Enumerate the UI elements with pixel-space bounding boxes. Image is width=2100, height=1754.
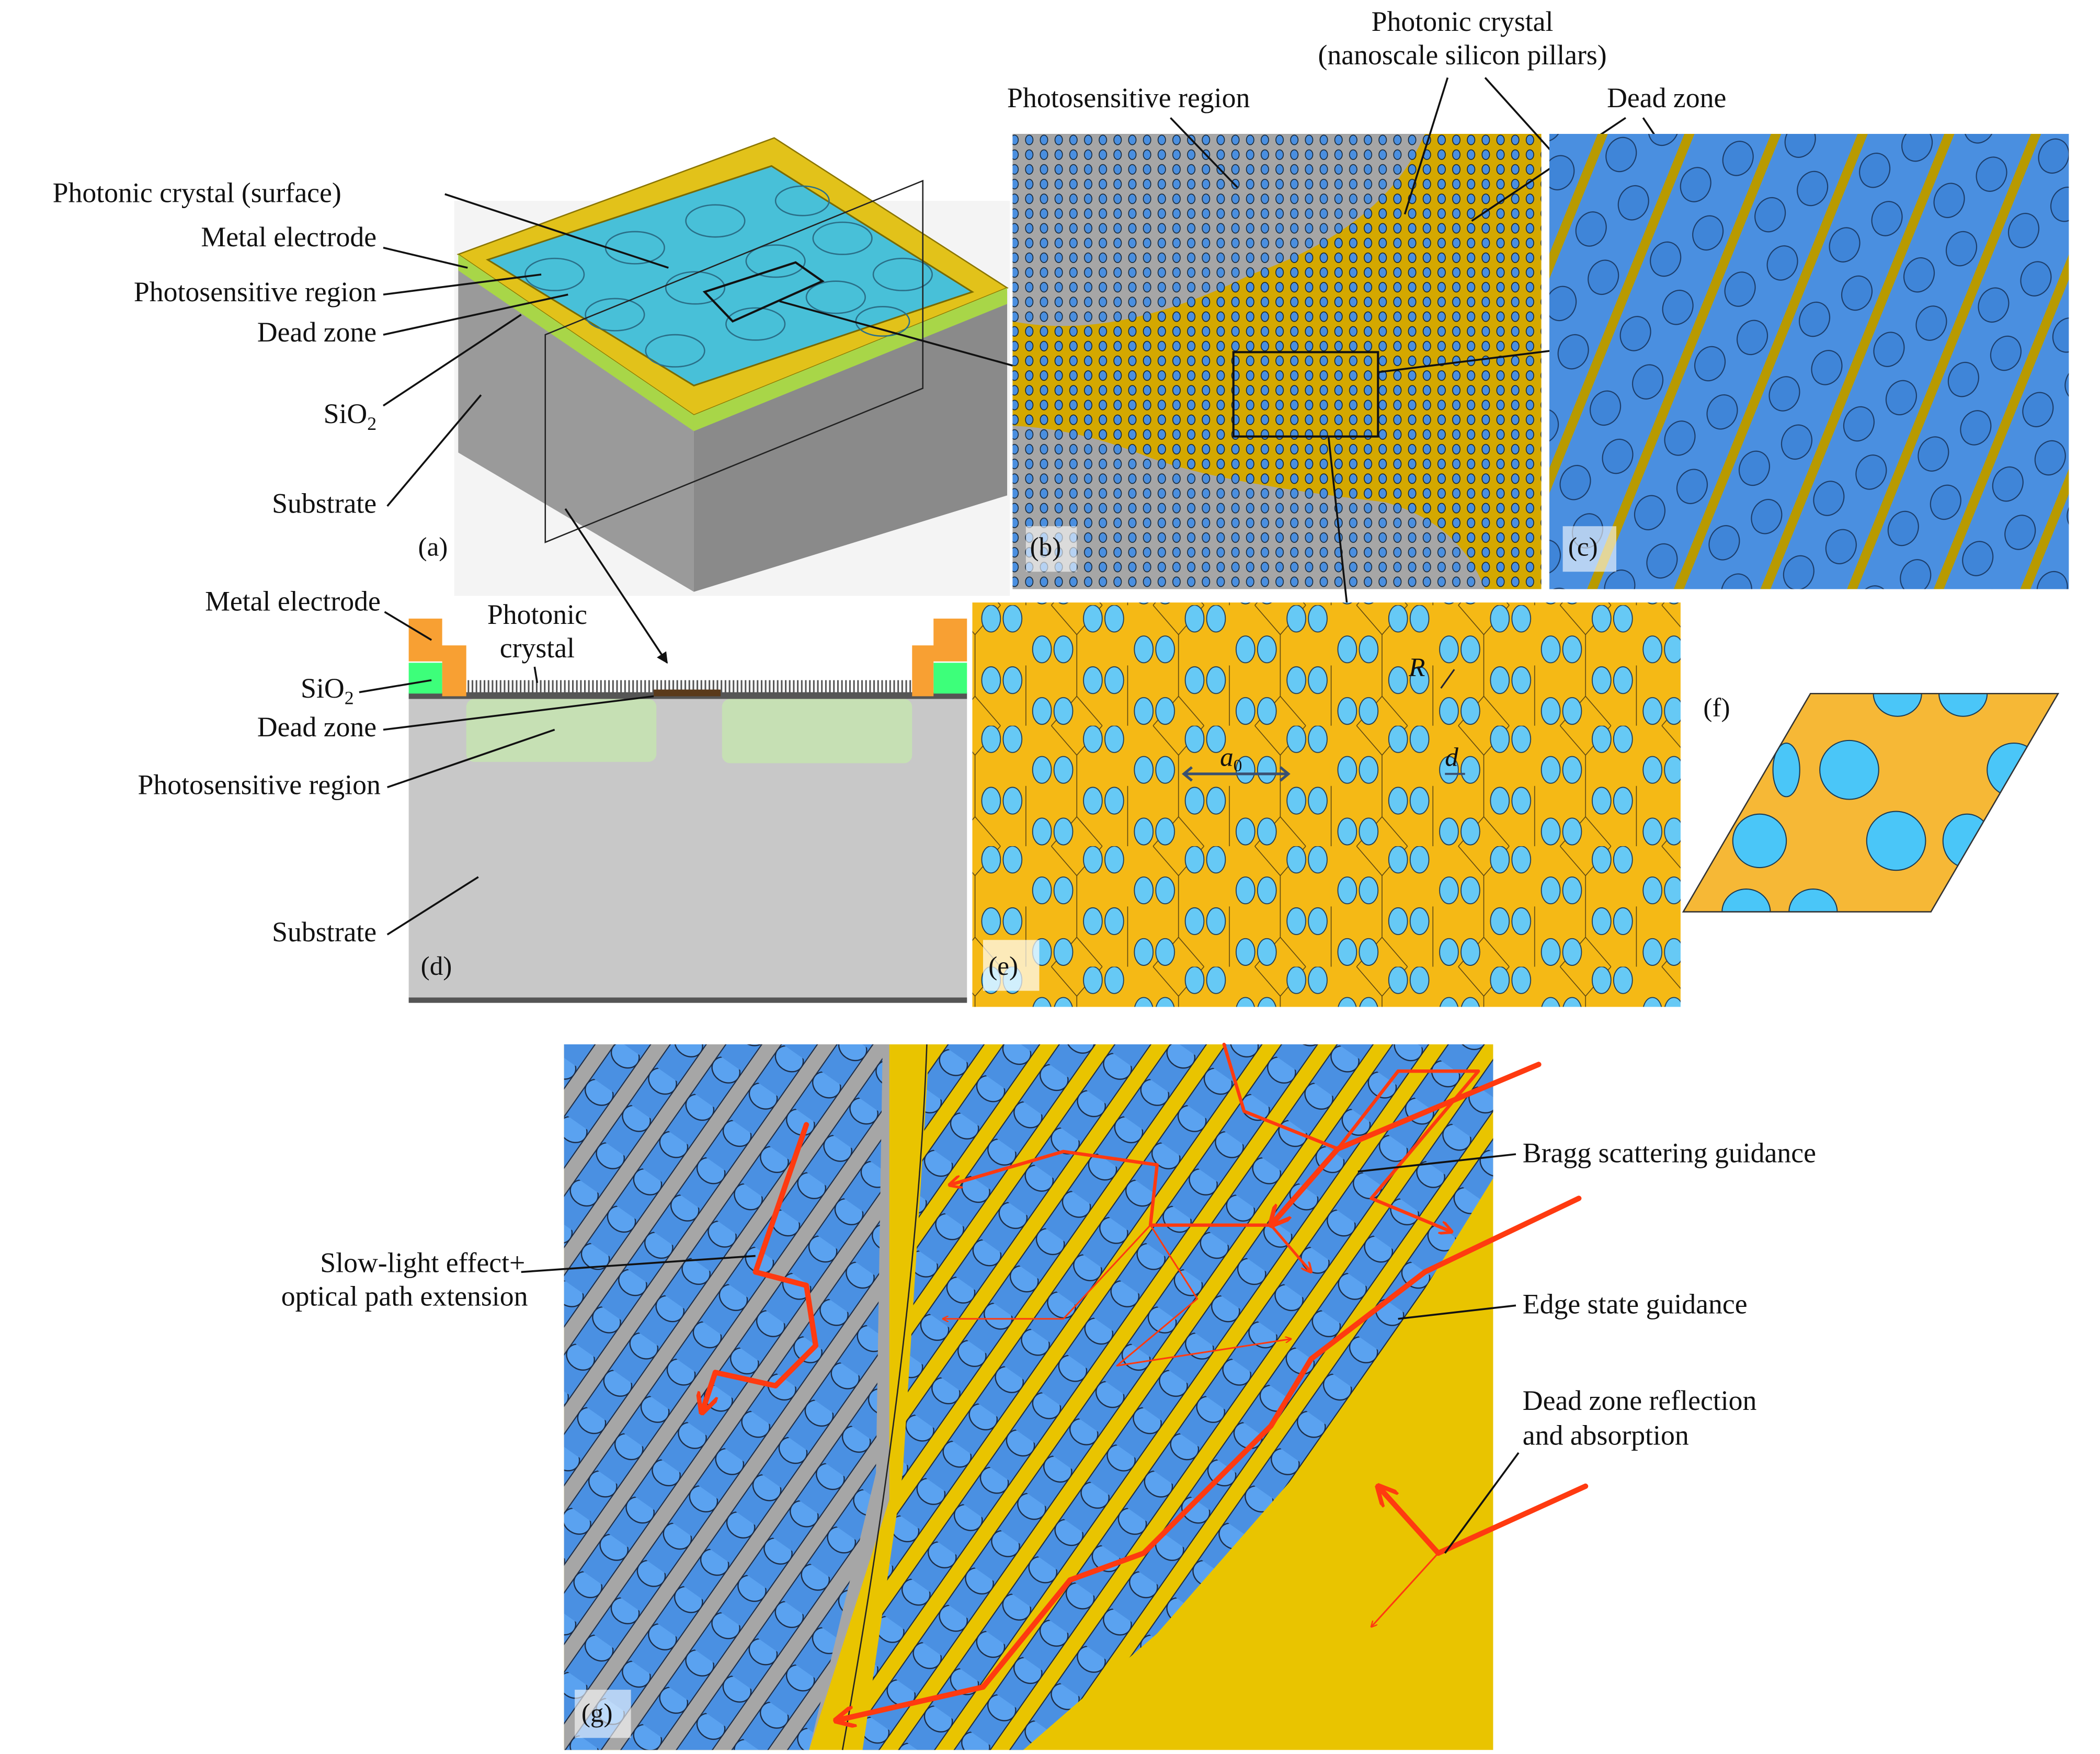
panel-c: (c) bbox=[1549, 134, 2069, 589]
label-metal-electrode-d: Metal electrode bbox=[205, 585, 381, 617]
label-sio2: SiO2 bbox=[324, 398, 377, 434]
label-photonic-crystal-b-2: (nanoscale silicon pillars) bbox=[1318, 39, 1606, 71]
label-photonic-crystal-surface: Photonic crystal (surface) bbox=[53, 177, 341, 209]
panel-f: (f) bbox=[1682, 692, 2060, 913]
pillar-field-right bbox=[862, 1044, 1493, 1750]
panel-c-tag: (c) bbox=[1568, 532, 1598, 562]
cross-section-plane bbox=[544, 179, 924, 543]
panel-b: (b) Photosensitive region Photonic cryst… bbox=[1007, 6, 1726, 644]
panel-f-tag: (f) bbox=[1703, 693, 1730, 723]
zoom-region-box bbox=[702, 261, 825, 323]
label-sio2-d: SiO2 bbox=[301, 673, 354, 709]
panel-a: Photonic crystal (surface) Metal electro… bbox=[53, 137, 1038, 664]
panel-d-tag: (d) bbox=[421, 951, 452, 981]
label-dead-zone: Dead zone bbox=[257, 316, 376, 348]
label-dead-zone-g-1: Dead zone reflection bbox=[1523, 1385, 1757, 1416]
label-substrate-d: Substrate bbox=[272, 916, 376, 948]
substrate-right-face bbox=[693, 292, 1008, 592]
unit-cell-pillars bbox=[1721, 693, 2041, 912]
sio2-left bbox=[408, 663, 442, 694]
label-R: R bbox=[1408, 653, 1425, 682]
panel-g-tag: (g) bbox=[581, 1699, 613, 1728]
label-dead-zone-b: Dead zone bbox=[1607, 82, 1726, 113]
panel-a-tag: (a) bbox=[418, 532, 448, 562]
dead-zone-strip bbox=[654, 689, 721, 697]
arrow-to-b bbox=[779, 300, 1038, 375]
panel-b-tag: (b) bbox=[1030, 532, 1062, 562]
label-substrate: Substrate bbox=[272, 488, 376, 519]
pillar-array bbox=[1012, 134, 1542, 589]
label-photosensitive-region: Photosensitive region bbox=[134, 276, 376, 307]
dead-zone-boundary bbox=[841, 1044, 928, 1750]
pillar-closeup bbox=[1549, 134, 2069, 589]
label-photonic-crystal-d-1: Photonic bbox=[487, 599, 587, 630]
sio2-right bbox=[933, 663, 967, 694]
hexagonal-lattice bbox=[972, 602, 1681, 1007]
label-dead-zone-g-2: and absorption bbox=[1523, 1420, 1689, 1451]
unit-cell-outline bbox=[1682, 692, 2060, 913]
metal-electrode-right bbox=[912, 618, 967, 697]
panel-e-tag: (e) bbox=[988, 951, 1018, 981]
panel-g: (g) Bragg scattering guidance Slow-light… bbox=[281, 1042, 1816, 1750]
label-d: d bbox=[1445, 742, 1458, 772]
substrate-left-face bbox=[458, 261, 694, 592]
photosensitive-region-left bbox=[466, 699, 657, 762]
label-photonic-crystal-b-1: Photonic crystal bbox=[1372, 6, 1554, 37]
label-photonic-crystal-d-2: crystal bbox=[500, 632, 575, 664]
label-dead-zone-d: Dead zone bbox=[257, 711, 376, 743]
zoom-region-box bbox=[1232, 351, 1379, 438]
pillar-field-left bbox=[564, 1044, 883, 1750]
label-edge-state: Edge state guidance bbox=[1523, 1289, 1748, 1320]
label-bragg: Bragg scattering guidance bbox=[1523, 1137, 1816, 1168]
slow-light-arrow bbox=[702, 1122, 819, 1413]
label-metal-electrode: Metal electrode bbox=[201, 221, 376, 253]
absorption-arrow bbox=[1371, 1552, 1440, 1627]
metal-electrode-left bbox=[408, 618, 466, 697]
edge-state-arrow bbox=[836, 1195, 1582, 1721]
arrow-to-d bbox=[564, 508, 668, 664]
R-dimension-arrow bbox=[1440, 669, 1455, 689]
light-paths bbox=[702, 1042, 1589, 1721]
panel-e: a0 d R (e) bbox=[972, 602, 1681, 1007]
label-photosensitive-region-b: Photosensitive region bbox=[1007, 82, 1250, 113]
panel-d: Metal electrode Photonic crystal SiO2 De… bbox=[138, 585, 967, 1003]
label-slow-light-1: Slow-light effect+ bbox=[320, 1247, 525, 1278]
label-photosensitive-region-d: Photosensitive region bbox=[138, 769, 381, 800]
sio2-layer bbox=[458, 254, 694, 431]
label-a0: a0 bbox=[1220, 742, 1242, 775]
label-slow-light-2: optical path extension bbox=[281, 1280, 528, 1312]
photosensitive-region-right bbox=[722, 699, 912, 764]
